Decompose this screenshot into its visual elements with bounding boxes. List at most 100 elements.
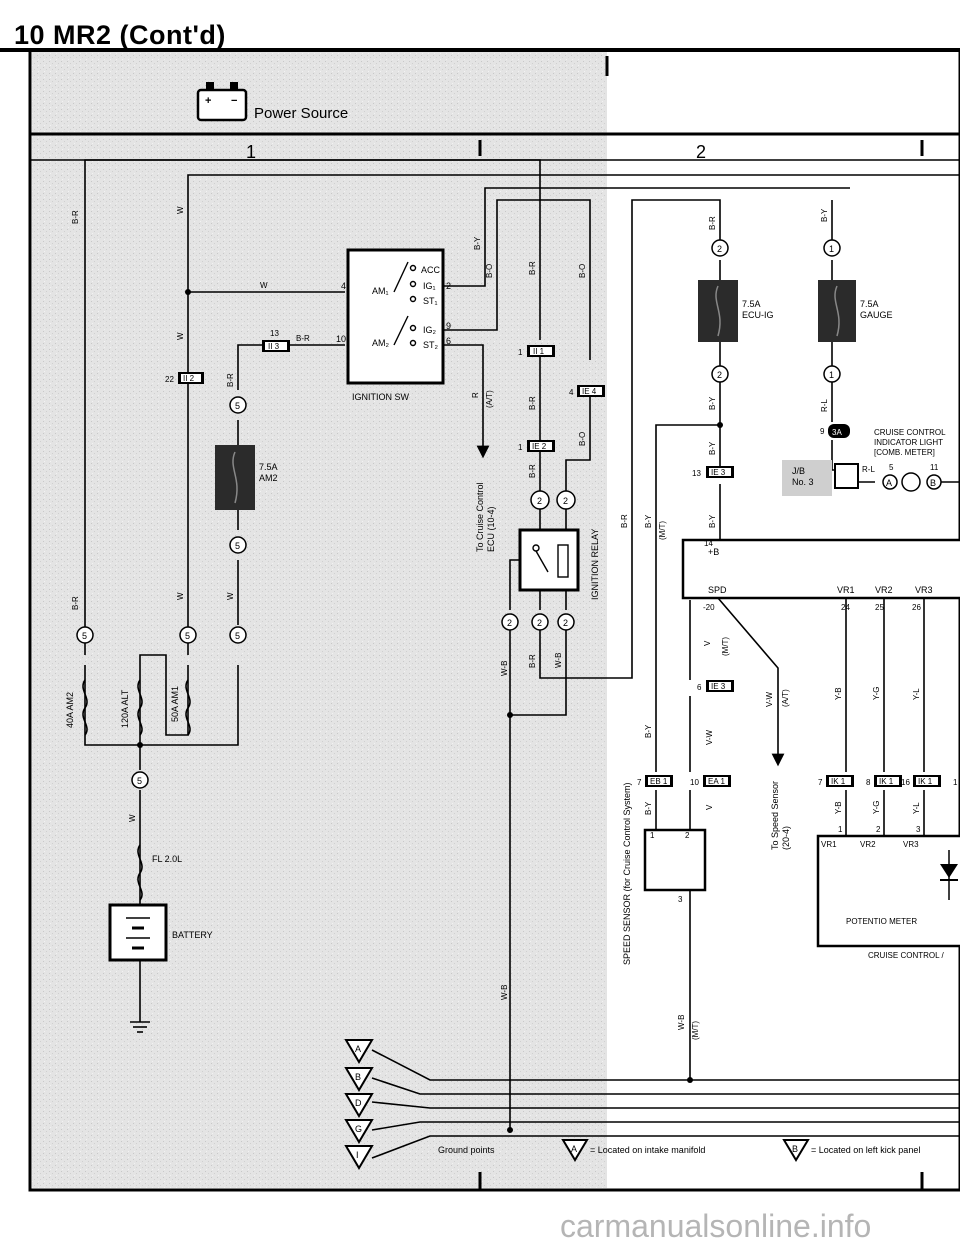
svg-text:AM₂: AM₂: [372, 338, 390, 348]
speed-sensor: 1 2 3 SPEED SENSOR (for Cruise Control S…: [622, 782, 707, 965]
battery: BATTERY: [108, 903, 213, 1033]
svg-text:16: 16: [901, 778, 910, 787]
cruise-indicator-light: CRUISE CONTROL INDICATOR LIGHT [COMB. ME…: [862, 428, 946, 492]
svg-text:-20: -20: [703, 603, 715, 612]
svg-text:B-R: B-R: [296, 334, 310, 343]
svg-text:B-Y: B-Y: [644, 514, 653, 528]
svg-text:B-Y: B-Y: [820, 208, 829, 222]
ground-point-i: I: [344, 1145, 374, 1170]
svg-text:B-R: B-R: [528, 261, 537, 275]
svg-text:II 2: II 2: [183, 374, 195, 383]
svg-text:B-R: B-R: [528, 654, 537, 668]
svg-text:V-W: V-W: [705, 729, 714, 745]
junction-block-no3: J/B No. 3: [782, 460, 859, 496]
legend-a: A = Located on intake manifold: [561, 1139, 705, 1162]
svg-text:EA 1: EA 1: [708, 777, 725, 786]
svg-text:W: W: [226, 592, 235, 600]
svg-text:5: 5: [235, 401, 240, 411]
svg-text:J/B: J/B: [792, 466, 805, 476]
svg-text:2: 2: [717, 244, 722, 254]
svg-text:3A: 3A: [832, 428, 842, 437]
svg-text:IK 1: IK 1: [831, 777, 846, 786]
ground-point-b: B: [344, 1067, 374, 1092]
watermark: carmanualsonline.info: [560, 1208, 872, 1244]
svg-text:1: 1: [829, 244, 834, 254]
svg-text:A: A: [355, 1044, 361, 1054]
svg-text:B-Y: B-Y: [708, 441, 717, 455]
svg-text:1: 1: [829, 370, 834, 380]
connector-tags: [76, 239, 841, 789]
ground-points: A B D G I Ground points: [344, 1039, 495, 1170]
svg-text:5: 5: [185, 631, 190, 641]
svg-text:5: 5: [82, 631, 87, 641]
svg-text:7: 7: [818, 778, 823, 787]
cruise-control-box: VR1 VR2 VR3 1 2 3 POTENTIO METER CRUISE …: [816, 825, 960, 960]
svg-text:EB 1: EB 1: [650, 777, 668, 786]
svg-text:A: A: [886, 478, 892, 488]
svg-text:2: 2: [876, 825, 881, 834]
svg-text:A: A: [571, 1144, 577, 1154]
svg-text:IE 2: IE 2: [532, 442, 547, 451]
svg-text:R: R: [471, 392, 480, 398]
svg-text:CRUISE CONTROL /: CRUISE CONTROL /: [868, 951, 944, 960]
svg-text:(20-4): (20-4): [781, 826, 791, 850]
svg-text:To Cruise Control: To Cruise Control: [475, 482, 485, 552]
svg-text:VR2: VR2: [860, 840, 876, 849]
svg-text:26: 26: [912, 603, 921, 612]
fl-2-0l: FL 2.0L: [152, 854, 182, 864]
svg-text:AM2: AM2: [259, 473, 278, 483]
svg-text:IE 3: IE 3: [711, 682, 726, 691]
fuse-ecu-ig: 7.5A ECU-IG: [698, 280, 774, 342]
svg-text:1: 1: [953, 778, 958, 787]
svg-text:B-R: B-R: [708, 216, 717, 230]
svg-text:W: W: [176, 592, 185, 600]
svg-text:= Located on left kick panel: = Located on left kick panel: [811, 1145, 920, 1155]
svg-text:II 1: II 1: [533, 347, 545, 356]
ground-points-label: Ground points: [438, 1145, 495, 1155]
fl-50a-am1: 50A AM1: [170, 686, 180, 722]
svg-text:2: 2: [685, 831, 690, 840]
svg-text:To Speed Sensor: To Speed Sensor: [770, 781, 780, 850]
svg-text:W: W: [176, 332, 185, 340]
svg-text:B-Y: B-Y: [644, 801, 653, 815]
svg-text:(M/T): (M/T): [691, 1021, 700, 1040]
svg-text:2: 2: [563, 618, 568, 628]
svg-text:9: 9: [446, 321, 451, 331]
svg-text:7: 7: [637, 778, 642, 787]
svg-text:IK 1: IK 1: [918, 777, 933, 786]
svg-text:3: 3: [916, 825, 921, 834]
fuse-am2: 7.5A AM2: [215, 445, 278, 510]
svg-text:SPEED SENSOR (for Cruise Contr: SPEED SENSOR (for Cruise Control System): [622, 782, 632, 965]
svg-text:VR2: VR2: [875, 585, 893, 595]
wire-labels: B-R B-R W W W W W W B-R B-R B-Y B-O B-O …: [71, 206, 921, 1040]
svg-text:V-W: V-W: [765, 691, 774, 707]
svg-text:R-L: R-L: [862, 465, 875, 474]
svg-text:9: 9: [820, 427, 825, 436]
ground-point-a: A: [344, 1039, 374, 1064]
svg-text:No. 3: No. 3: [792, 477, 814, 487]
svg-text:1: 1: [518, 443, 523, 452]
svg-text:I: I: [356, 1150, 359, 1160]
svg-text:2: 2: [537, 496, 542, 506]
svg-text:W: W: [128, 814, 137, 822]
wire-arrows: [476, 440, 785, 767]
svg-text:4: 4: [341, 281, 346, 291]
section-number-1: 1: [246, 142, 256, 162]
svg-text:Y-G: Y-G: [872, 801, 881, 815]
svg-text:W-B: W-B: [554, 653, 563, 668]
svg-text:ECU (10-4): ECU (10-4): [486, 506, 496, 552]
svg-text:W-B: W-B: [500, 985, 509, 1000]
svg-text:= Located on intake manifold: = Located on intake manifold: [590, 1145, 705, 1155]
svg-text:W: W: [260, 281, 268, 290]
svg-text:CRUISE CONTROL: CRUISE CONTROL: [874, 428, 946, 437]
svg-text:10: 10: [690, 778, 699, 787]
svg-text:IG₂: IG₂: [423, 325, 437, 335]
svg-text:7.5A: 7.5A: [860, 299, 879, 309]
svg-text:B-R: B-R: [71, 596, 80, 610]
svg-text:2: 2: [537, 618, 542, 628]
svg-text:+: +: [205, 95, 211, 107]
svg-text:AM₁: AM₁: [372, 286, 389, 296]
svg-text:22: 22: [165, 375, 174, 384]
svg-text:B-Y: B-Y: [708, 514, 717, 528]
svg-text:B: B: [792, 1144, 798, 1154]
